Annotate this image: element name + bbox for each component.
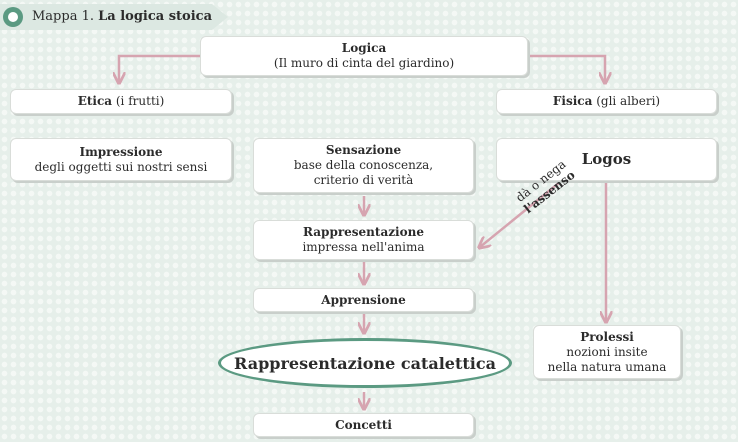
arrow-logica-fisica [528, 54, 605, 82]
node-fisica: Fisica (gli alberi) [496, 89, 717, 114]
node-prolessi: Prolessi nozioni insite nella natura uma… [533, 325, 681, 379]
map-title-prefix: Mappa 1. [32, 9, 94, 24]
node-sensazione-line1: base della conoscenza, [293, 158, 434, 172]
node-fisica-title: Fisica [552, 94, 593, 108]
node-concetti: Concetti [253, 413, 474, 437]
node-logica-title: Logica [341, 41, 387, 55]
arrow-logos-rappresentazione [480, 181, 561, 247]
node-etica-detail: (i frutti) [115, 94, 165, 108]
node-catalettica-title: Rappresentazione catalettica [234, 353, 496, 373]
node-apprensione: Apprensione [253, 288, 474, 312]
node-prolessi-line1: nozioni insite [566, 344, 648, 359]
node-logos-title: Logos [581, 150, 632, 168]
bullet-icon [3, 7, 23, 27]
node-rappresentazione: Rappresentazione impressa nell'anima [253, 220, 474, 260]
node-etica-title: Etica [77, 94, 113, 108]
node-etica: Etica (i frutti) [10, 89, 232, 114]
node-rappresentazione-catalettica: Rappresentazione catalettica [218, 338, 512, 388]
node-rappresentazione-title: Rappresentazione [303, 225, 424, 239]
node-apprensione-title: Apprensione [321, 292, 406, 307]
map-title-banner: Mappa 1. La logica stoica [0, 4, 228, 30]
node-logica: Logica (Il muro di cinta del giardino) [200, 36, 528, 76]
node-impressione-detail: degli oggetti sui nostri sensi [34, 159, 208, 174]
node-prolessi-line2: nella natura umana [547, 359, 667, 374]
node-rappresentazione-detail: impressa nell'anima [302, 240, 425, 254]
arrow-logica-etica [119, 54, 200, 82]
node-logica-detail: (Il muro di cinta del giardino) [273, 56, 455, 70]
node-fisica-detail: (gli alberi) [596, 94, 661, 108]
node-impressione-title: Impressione [79, 144, 163, 159]
map-title: Mappa 1. La logica stoica [32, 9, 212, 24]
node-prolessi-title: Prolessi [580, 329, 634, 344]
node-sensazione: Sensazione base della conoscenza, criter… [253, 138, 474, 193]
node-concetti-title: Concetti [335, 417, 392, 432]
node-impressione: Impressione degli oggetti sui nostri sen… [10, 138, 232, 181]
map-title-main: La logica stoica [98, 9, 213, 24]
node-logos: Logos [496, 138, 717, 181]
node-sensazione-title: Sensazione [325, 143, 402, 157]
node-sensazione-line2: criterio di verità [313, 173, 414, 187]
